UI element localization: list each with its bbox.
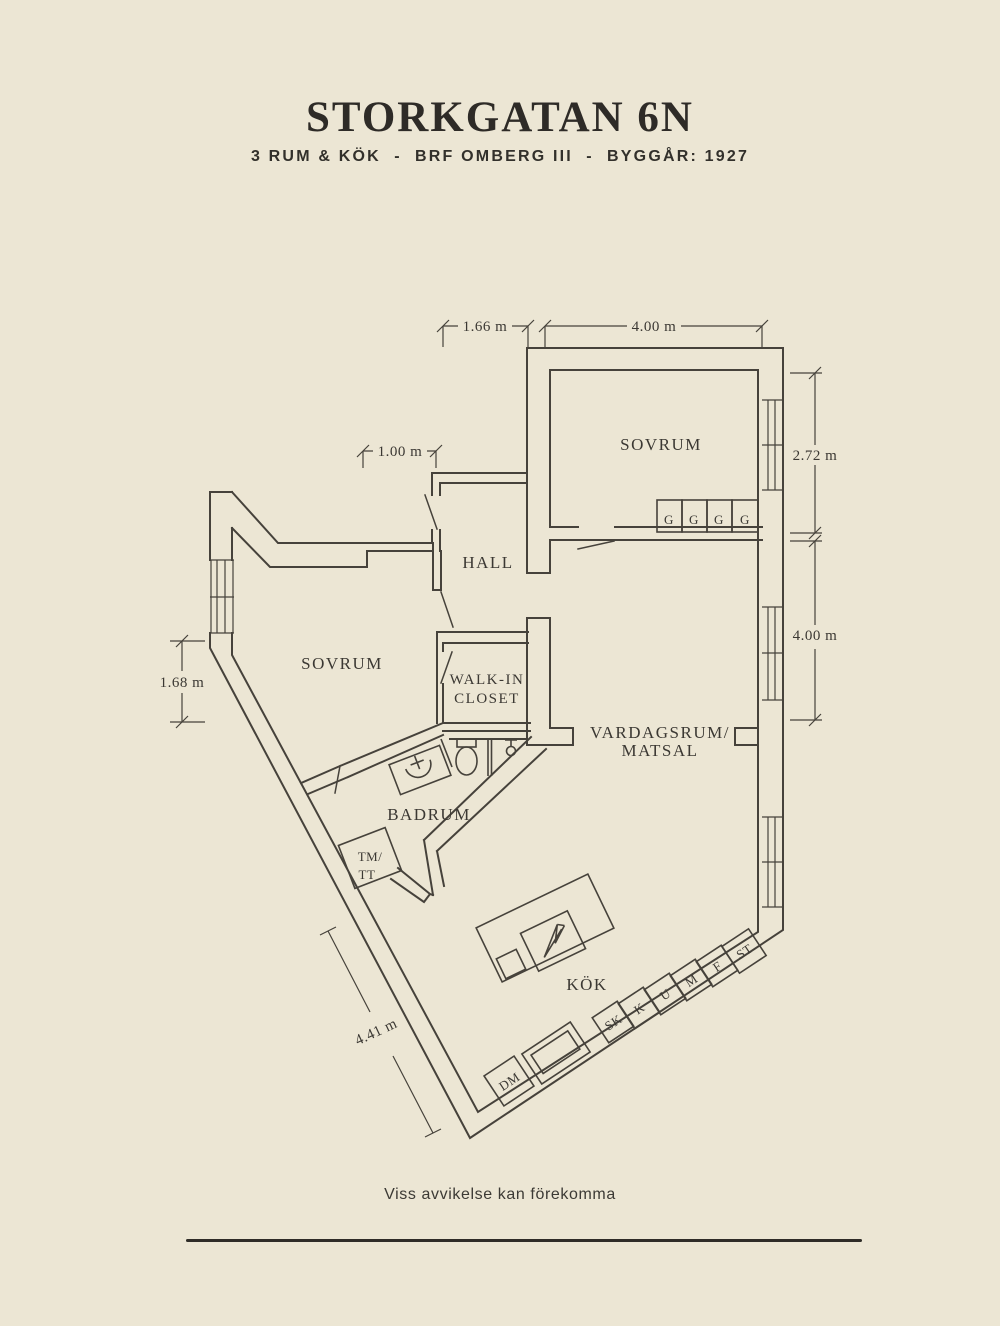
room-labels: SOVRUM SOVRUM HALL WALK-IN CLOSET BADRUM… — [301, 435, 730, 994]
interior-walls — [299, 472, 763, 904]
bottom-rule — [186, 1239, 862, 1242]
wardrobes: G G G G — [656, 499, 759, 533]
room-label-bathroom: BADRUM — [387, 805, 471, 824]
wardrobe-box — [731, 499, 759, 533]
appliance-box-sk: SK — [591, 1000, 635, 1044]
sink-icon — [388, 744, 452, 796]
dim-right-upper: 2.72 m — [793, 448, 838, 464]
dim-right-lower: 4.00 m — [793, 628, 838, 644]
dim-hall: 1.00 m — [378, 444, 423, 460]
dim-top-right: 4.00 m — [632, 319, 677, 335]
stove-icon — [519, 909, 587, 973]
page-subtitle: 3 RUM & KÖK - BRF OMBERG III - BYGGÅR: 1… — [250, 148, 750, 165]
exterior-walls — [209, 347, 784, 1140]
appliance-box-st: ST — [720, 927, 768, 975]
room-label-walkin-2: CLOSET — [454, 691, 520, 707]
room-label-living-1: VARDAGSRUM/ — [590, 723, 730, 742]
bathroom-fixtures — [388, 738, 517, 796]
appliance-box-k: K — [617, 986, 661, 1030]
appliance-label: ST — [733, 941, 755, 962]
counter-sink — [520, 1020, 592, 1086]
dishwasher-label: DM — [496, 1069, 523, 1094]
room-label-laundry-2: TT — [359, 867, 376, 882]
dim-diagonal: 4.41 m — [353, 1016, 400, 1049]
appliance-label: K — [631, 999, 648, 1017]
kitchen-island — [475, 873, 615, 983]
room-label-living-2: MATSAL — [621, 741, 698, 760]
wardrobe-label: G — [740, 512, 750, 527]
room-label-bedroom-ne: SOVRUM — [620, 435, 702, 454]
windows — [210, 399, 783, 908]
wardrobe-label: G — [689, 512, 699, 527]
dimension-annotations: 1.66 m 4.00 m 2.72 m 4.00 m 1.00 m 1.68 … — [160, 319, 838, 1138]
room-label-hall: HALL — [462, 553, 513, 572]
dim-left: 1.68 m — [160, 675, 205, 691]
disclaimer-text: Viss avvikelse kan förekomma — [384, 1186, 616, 1203]
wardrobe-label: G — [664, 512, 674, 527]
room-label-laundry-1: TM/ — [358, 849, 383, 864]
appliance-label: F — [710, 958, 725, 975]
island-cabinet — [495, 948, 527, 980]
wardrobe-label: G — [714, 512, 724, 527]
page-title: STORKGATAN 6N — [306, 94, 694, 141]
room-label-kitchen: KÖK — [566, 975, 607, 994]
room-label-bedroom-w: SOVRUM — [301, 654, 383, 673]
room-label-walkin-1: WALK-IN — [450, 672, 525, 688]
shower-icon — [487, 739, 517, 776]
dim-top-left: 1.66 m — [463, 319, 508, 335]
laundry-room: TM/ TT — [337, 826, 403, 890]
kitchen-appliances: SK K U M F ST — [482, 927, 768, 1108]
toilet-icon — [455, 738, 478, 776]
header: STORKGATAN 6N 3 RUM & KÖK - BRF OMBERG I… — [0, 96, 1000, 165]
appliance-box-f: F — [695, 944, 739, 988]
bathroom-door — [440, 738, 453, 768]
